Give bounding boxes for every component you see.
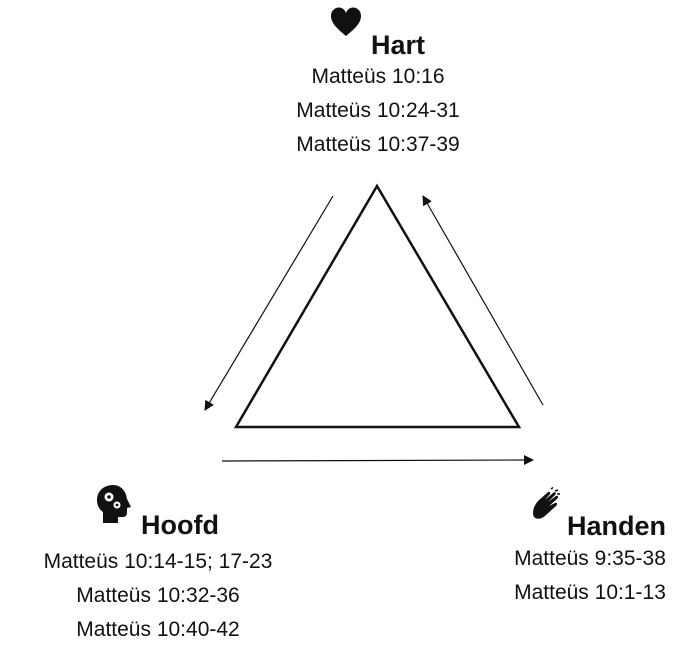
- arrow-hoofd-to-handen: [221, 455, 534, 466]
- references-hart: Matteüs 10:16 Matteüs 10:24-31 Matteüs 1…: [258, 60, 498, 162]
- reference-item: Matteüs 10:24-31: [296, 99, 460, 122]
- references-handen: Matteüs 9:35-38 Matteüs 10:1-13: [492, 542, 688, 610]
- references-hoofd: Matteüs 10:14-15; 17-23 Matteüs 10:32-36…: [0, 545, 316, 645]
- head-gears-icon: [97, 485, 131, 523]
- reference-item: Matteüs 10:1-13: [514, 581, 666, 604]
- node-title-handen: Handen: [567, 511, 667, 541]
- reference-item: Matteüs 10:32-36: [76, 584, 240, 607]
- central-triangle: [233, 183, 522, 429]
- reference-item: Matteüs 10:14-15; 17-23: [43, 550, 273, 573]
- arrow-hart-to-hoofd: [204, 195, 334, 411]
- clapping-hands-icon: [533, 487, 560, 519]
- reference-item: Matteüs 10:16: [311, 65, 445, 88]
- node-title-hoofd: Hoofd: [141, 510, 219, 540]
- reference-item: Matteüs 10:40-42: [76, 618, 240, 641]
- reference-item: Matteüs 10:37-39: [296, 133, 460, 156]
- heart-icon: [331, 7, 361, 36]
- reference-item: Matteüs 9:35-38: [514, 547, 666, 570]
- arrow-handen-to-hart: [422, 195, 544, 406]
- node-title-hart: Hart: [371, 30, 426, 60]
